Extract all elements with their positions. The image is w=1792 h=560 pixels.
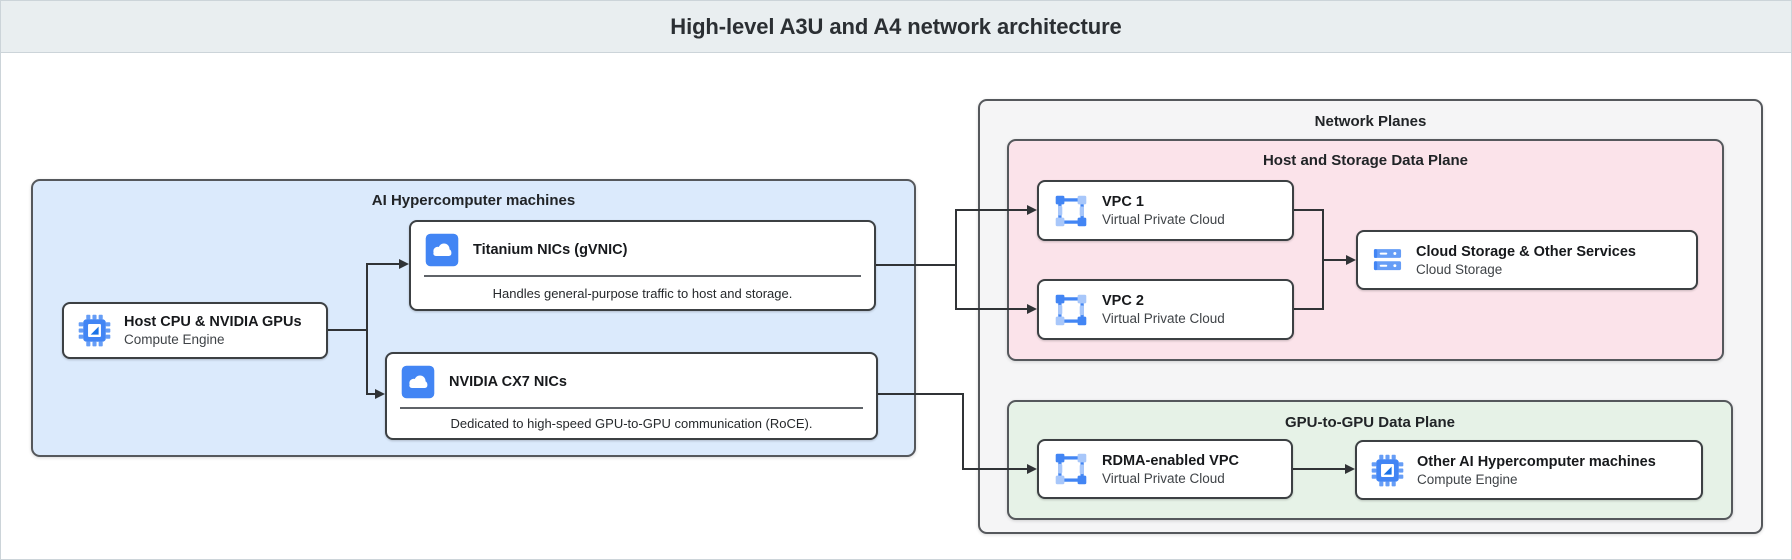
compute-engine-chip-icon bbox=[1371, 454, 1404, 487]
node-subtitle: Virtual Private Cloud bbox=[1102, 311, 1225, 326]
node-title: RDMA-enabled VPC bbox=[1102, 452, 1239, 469]
node-title: NVIDIA CX7 NICs bbox=[449, 374, 567, 390]
host-storage-data-plane-label: Host and Storage Data Plane bbox=[1262, 152, 1469, 169]
node-subtitle: Virtual Private Cloud bbox=[1102, 470, 1225, 486]
cloud-nic-icon bbox=[401, 365, 435, 399]
node-cloud-storage: Cloud Storage & Other Services Cloud Sto… bbox=[1356, 230, 1698, 290]
node-subtitle: Compute Engine bbox=[1417, 471, 1518, 487]
card-divider bbox=[424, 275, 861, 277]
ai-hypercomputer-machines-label: AI Hypercomputer machines bbox=[371, 192, 576, 209]
node-subtitle: Cloud Storage bbox=[1416, 261, 1503, 277]
node-rdma-vpc: RDMA-enabled VPC Virtual Private Cloud bbox=[1037, 439, 1293, 499]
cloud-nic-icon bbox=[425, 233, 459, 267]
diagram-header: High-level A3U and A4 network architectu… bbox=[1, 1, 1791, 53]
node-title: Cloud Storage & Other Services bbox=[1416, 243, 1636, 260]
node-description: Handles general-purpose traffic to host … bbox=[492, 285, 793, 301]
node-host-cpu: Host CPU & NVIDIA GPUs Compute Engine bbox=[62, 302, 328, 359]
node-nvidia-cx7-nics: NVIDIA CX7 NICs Dedicated to high-speed … bbox=[385, 352, 878, 440]
node-vpc2: VPC 2 Virtual Private Cloud bbox=[1037, 279, 1294, 340]
network-planes-label: Network Planes bbox=[1314, 113, 1427, 130]
node-title: Host CPU & NVIDIA GPUs bbox=[124, 314, 302, 330]
node-subtitle: Virtual Private Cloud bbox=[1102, 212, 1225, 227]
page-title: High-level A3U and A4 network architectu… bbox=[670, 13, 1122, 39]
vpc-icon bbox=[1053, 292, 1089, 328]
node-title: VPC 1 bbox=[1102, 194, 1144, 210]
node-vpc1: VPC 1 Virtual Private Cloud bbox=[1037, 180, 1294, 241]
vpc-icon bbox=[1053, 451, 1089, 487]
node-title: Other AI Hypercomputer machines bbox=[1417, 453, 1656, 470]
storage-icon bbox=[1372, 247, 1403, 273]
node-titanium-nics: Titanium NICs (gVNIC) Handles general-pu… bbox=[409, 220, 876, 311]
node-other-ai-machines: Other AI Hypercomputer machines Compute … bbox=[1355, 440, 1703, 500]
node-title: Titanium NICs (gVNIC) bbox=[473, 242, 628, 258]
node-title: VPC 2 bbox=[1102, 293, 1144, 309]
compute-engine-chip-icon bbox=[78, 314, 111, 347]
gpu-to-gpu-data-plane-label: GPU-to-GPU Data Plane bbox=[1284, 414, 1456, 431]
card-divider bbox=[400, 407, 863, 409]
node-subtitle: Compute Engine bbox=[124, 332, 225, 347]
node-description: Dedicated to high-speed GPU-to-GPU commu… bbox=[450, 416, 813, 431]
vpc-icon bbox=[1053, 193, 1089, 229]
